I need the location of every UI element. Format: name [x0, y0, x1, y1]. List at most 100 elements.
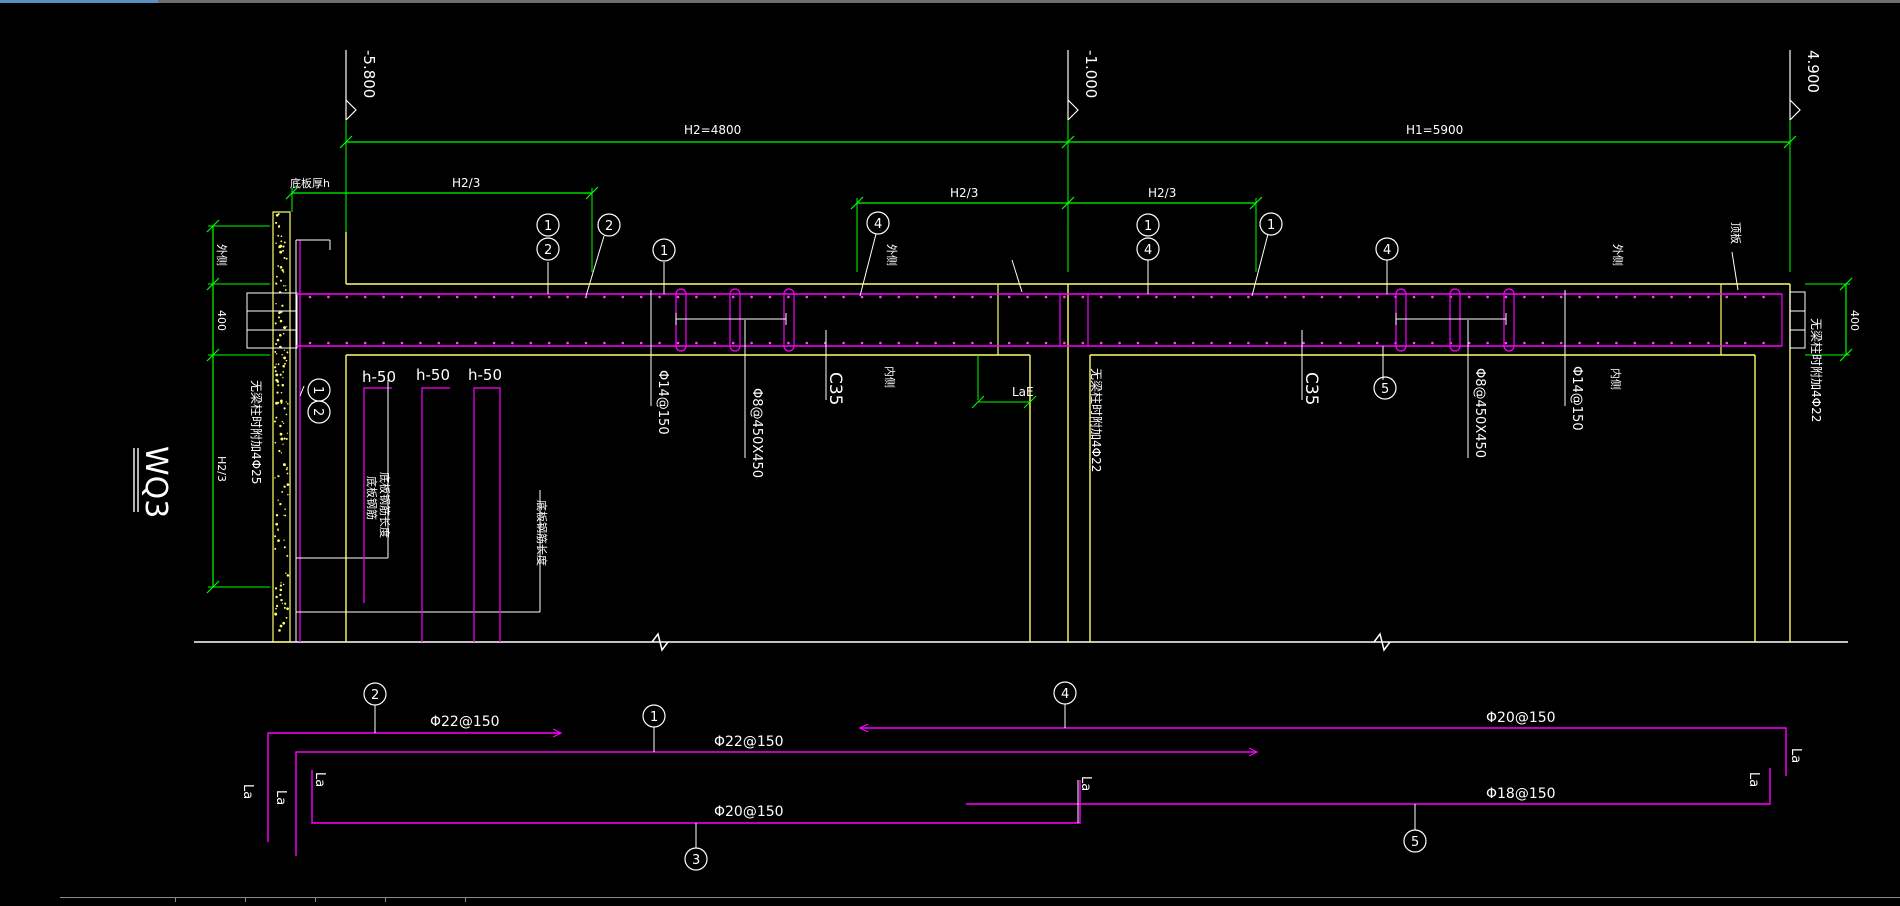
rebar-dot — [1283, 341, 1287, 345]
concrete-speckle — [276, 275, 278, 278]
marker-circle-2-side — [307, 400, 331, 424]
concrete-speckle — [280, 400, 282, 402]
rebar-dot — [1633, 341, 1637, 345]
concrete-speckle — [285, 401, 287, 403]
rebar-dot — [1026, 341, 1029, 345]
rebar-dot — [952, 295, 956, 299]
concrete-speckle — [286, 466, 289, 469]
concrete-speckle — [275, 221, 278, 224]
concrete-speckle — [279, 319, 283, 323]
dimension-h2-h1: H2=4800 H1=5900 — [339, 123, 1797, 149]
rebar-dot — [547, 341, 551, 345]
rebar-dot — [492, 295, 496, 299]
rebar-dot — [1725, 295, 1729, 299]
label-anchor-note-a: 底板钢筋 — [365, 476, 379, 520]
bar-5-la-right: La — [1746, 772, 1761, 787]
rebar-dot — [787, 295, 790, 299]
concrete-speckle — [277, 234, 280, 237]
concrete-speckle — [277, 499, 279, 502]
tie-group-right — [1395, 288, 1515, 352]
bar-2-la: La — [240, 784, 255, 799]
rebar-dot — [750, 295, 753, 299]
rebar-dot — [1707, 341, 1710, 345]
concrete-speckle — [275, 282, 278, 285]
rebar-dot — [345, 341, 349, 345]
rebar-dot — [1486, 341, 1489, 345]
rebar-dot — [455, 295, 459, 299]
bar-4-marker: 4 — [1061, 687, 1069, 702]
rebar-dot — [327, 295, 330, 299]
rebar-dot — [1081, 341, 1085, 345]
concrete-speckle — [286, 574, 290, 577]
label-tie-left: Φ8@450X450 — [749, 388, 764, 478]
label-outer-side-mid: 外侧 — [885, 244, 898, 266]
concrete-speckle — [282, 463, 286, 467]
concrete-speckle — [284, 508, 286, 510]
concrete-speckle — [282, 583, 285, 586]
concrete-speckle — [284, 602, 287, 605]
rebar-dot — [1136, 295, 1140, 299]
bar-5-label: Φ18@150 — [1486, 786, 1556, 802]
rebar-dot — [566, 295, 569, 299]
rebar-dot — [455, 341, 459, 345]
dimension-label-h2: H2=4800 — [684, 123, 741, 137]
rebar-dot — [1339, 341, 1342, 345]
dimension-h2-third-middle: H2/3 H2/3 — [850, 186, 1263, 272]
rebar-dot — [1431, 295, 1434, 299]
rebar-dot — [1283, 295, 1287, 299]
concrete-speckle — [283, 241, 286, 244]
rebar-dot — [547, 295, 551, 299]
rebar-dot — [971, 295, 974, 299]
concrete-speckle — [282, 371, 285, 373]
concrete-speckle — [286, 483, 290, 486]
rebar-dot — [713, 295, 717, 299]
svg-text:1: 1 — [310, 386, 325, 394]
concrete-speckle — [275, 363, 277, 365]
bar-2-marker-circle — [363, 682, 387, 706]
concrete-speckle — [275, 242, 277, 244]
rebar-dot — [1596, 295, 1600, 299]
concrete-speckle — [285, 616, 288, 619]
rebar-dot — [1191, 295, 1195, 299]
rebar-dot — [1357, 341, 1361, 345]
concrete-speckle — [285, 572, 287, 574]
rebar-dot — [1688, 295, 1692, 299]
rebar-dot — [823, 295, 827, 299]
rebar-dot — [327, 341, 330, 345]
concrete-speckle — [274, 477, 276, 479]
active-tab-indicator[interactable] — [0, 0, 158, 3]
concrete-speckle — [275, 522, 279, 526]
rebar-dot — [1339, 295, 1342, 299]
concrete-speckle — [274, 612, 278, 616]
concrete-speckle — [279, 333, 282, 337]
concrete-speckle — [275, 353, 278, 355]
rebar-dot — [419, 341, 422, 345]
rebar-dot — [658, 295, 661, 299]
rebar-dot — [1099, 341, 1103, 345]
rebar-dot — [1063, 341, 1066, 345]
concrete-speckle — [274, 441, 277, 444]
concrete-speckle — [285, 413, 288, 416]
concrete-speckle — [286, 472, 289, 475]
label-anchor-note-c: 底板钢筋长度 — [535, 500, 549, 566]
label-bottom-slab-h: 底板厚h — [290, 176, 330, 190]
rebar-dot — [511, 341, 514, 345]
label-h50-b: h-50 — [416, 366, 450, 384]
marker-label-4-left: 4 — [874, 217, 882, 232]
concrete-speckle — [275, 343, 278, 345]
concrete-speckle — [274, 322, 277, 325]
rebar-dot — [474, 295, 477, 299]
rebar-dot — [400, 295, 404, 299]
concrete-speckle — [274, 547, 277, 550]
concrete-speckle — [275, 373, 279, 377]
rebar-dot — [768, 295, 772, 299]
bar-4: 4 Φ20@150 La — [858, 681, 1803, 776]
bar-schedule: 2 Φ22@150 La 1 Φ22@150 La 3 Φ20@150 — [240, 681, 1803, 871]
rebar-dot — [731, 295, 735, 299]
concrete-speckle — [280, 401, 283, 404]
rebar-dot — [1118, 341, 1121, 345]
concrete-speckle — [279, 432, 283, 436]
concrete-speckle — [284, 514, 287, 517]
